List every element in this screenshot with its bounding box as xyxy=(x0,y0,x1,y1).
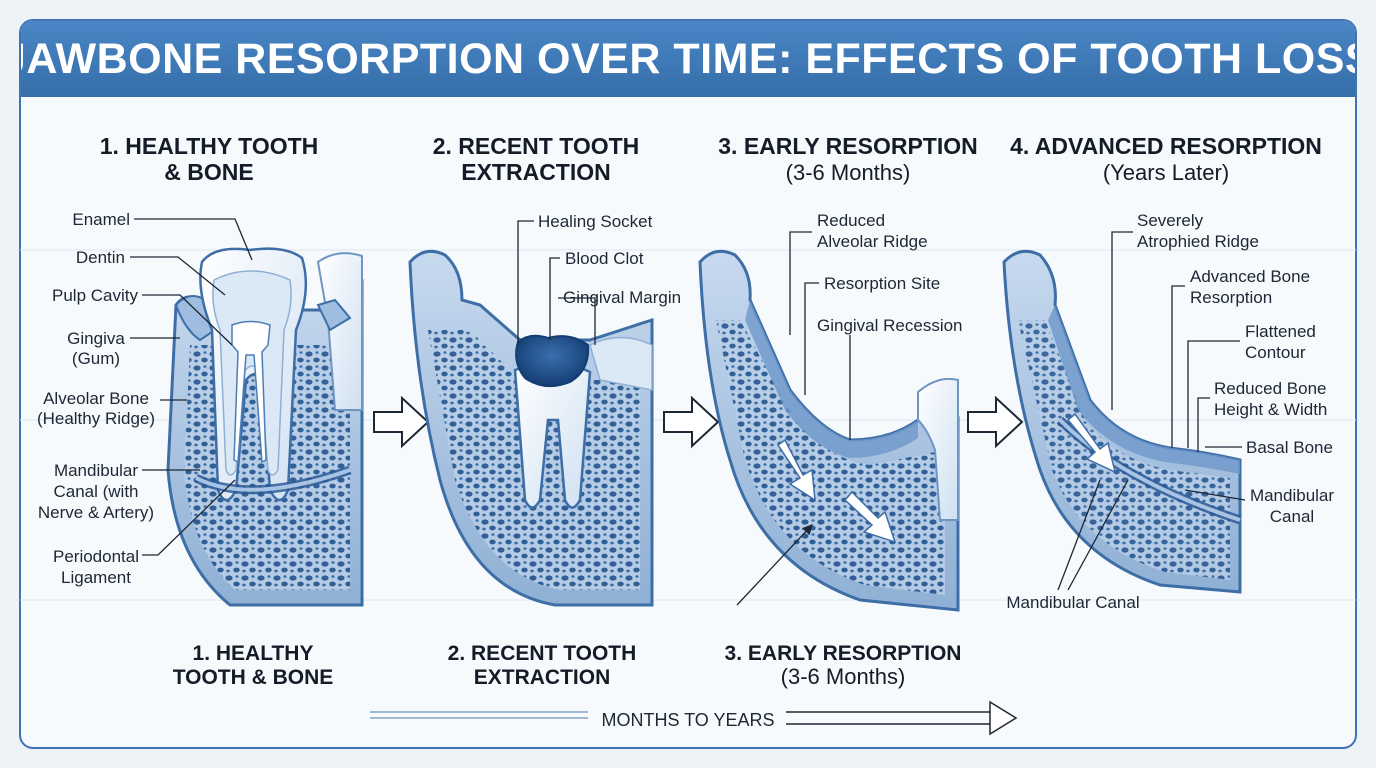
stage-3-spongy-bone xyxy=(716,320,945,595)
stage-2-header-line-1: 2. RECENT TOOTH xyxy=(433,133,640,159)
stage-4-header-line-2: (Years Later) xyxy=(1103,160,1229,185)
caption-3-line-2: (3-6 Months) xyxy=(781,664,906,689)
label-canal-4: Canal xyxy=(1270,507,1314,526)
stage-1-pulp xyxy=(231,320,271,464)
stage-1-header-line-1: 1. HEALTHY TOOTH xyxy=(100,133,319,159)
label-periodontal: Periodontal xyxy=(53,547,139,566)
label-healthy-ridge: (Healthy Ridge) xyxy=(37,409,155,428)
stage-3-header-line-1: 3. EARLY RESORPTION xyxy=(718,133,977,159)
stage-arrow-1 xyxy=(373,395,430,449)
stage-arrow-2 xyxy=(663,395,720,449)
label-resorption: Resorption xyxy=(1190,288,1272,307)
label-gingival-recession: Gingival Recession xyxy=(817,316,963,335)
label-mandibular-canal-bottom: Mandibular Canal xyxy=(1006,593,1139,612)
stage-4-advanced-resorption: 4. ADVANCED RESORPTION (Years Later) Sev… xyxy=(1002,133,1334,612)
stage-1-healthy: 1. HEALTHY TOOTH & BONE Enamel Dentin Pu… xyxy=(37,133,364,607)
label-nerve-artery: Nerve & Artery) xyxy=(38,503,154,522)
timeline-arrow-icon xyxy=(989,700,1018,736)
caption-1-line-2: TOOTH & BONE xyxy=(173,666,334,689)
label-blood-clot: Blood Clot xyxy=(565,249,644,268)
label-ligament: Ligament xyxy=(61,568,131,587)
label-height-width: Height & Width xyxy=(1214,400,1327,419)
resorption-arrow-2 xyxy=(843,490,897,544)
stage-4-header-line-1: 4. ADVANCED RESORPTION xyxy=(1010,133,1322,159)
label-pulp-cavity: Pulp Cavity xyxy=(52,286,138,305)
caption-2-line-1: 2. RECENT TOOTH xyxy=(448,642,637,665)
label-resorption-site: Resorption Site xyxy=(824,274,940,293)
label-alveolar-bone: Alveolar Bone xyxy=(43,389,149,408)
stage-1-neighbor-tooth xyxy=(316,252,363,411)
timeline: MONTHS TO YEARS xyxy=(370,700,1018,736)
label-mandibular: Mandibular xyxy=(54,461,138,480)
stage-1-header-line-2: & BONE xyxy=(164,159,253,185)
stage-3-early-resorption: 3. EARLY RESORPTION (3-6 Months) Reduced… xyxy=(698,133,978,612)
label-severely: Severely xyxy=(1137,211,1204,230)
label-reduced: Reduced xyxy=(817,211,885,230)
caption-2-line-2: EXTRACTION xyxy=(474,666,611,689)
page-title: JAWBONE RESORPTION OVER TIME: EFFECTS OF… xyxy=(19,34,1357,83)
stage-arrow-3 xyxy=(967,395,1024,449)
label-gingival-margin: Gingival Margin xyxy=(563,288,681,307)
label-gum: (Gum) xyxy=(72,349,120,368)
caption-1-line-1: 1. HEALTHY xyxy=(193,642,314,665)
label-basal-bone: Basal Bone xyxy=(1246,438,1333,457)
stage-3-gingiva xyxy=(745,300,918,458)
stage-1-dentin xyxy=(212,270,292,476)
label-mandibular-4: Mandibular xyxy=(1250,486,1334,505)
stage-2-header-line-2: EXTRACTION xyxy=(461,159,611,185)
stage-2-extraction: 2. RECENT TOOTH EXTRACTION Healing Socke… xyxy=(408,133,681,607)
timeline-label: MONTHS TO YEARS xyxy=(601,710,774,730)
label-flattened: Flattened xyxy=(1245,322,1316,341)
caption-3-line-1: 3. EARLY RESORPTION xyxy=(725,642,962,665)
label-atrophied-ridge: Atrophied Ridge xyxy=(1137,232,1259,251)
stage-4-gingiva xyxy=(1048,305,1240,474)
label-reduced-bone: Reduced Bone xyxy=(1214,379,1326,398)
label-gingiva: Gingiva xyxy=(67,329,125,348)
label-enamel: Enamel xyxy=(72,210,130,229)
label-contour: Contour xyxy=(1245,343,1306,362)
label-dentin: Dentin xyxy=(76,248,125,267)
resorption-arrow-3 xyxy=(1066,412,1117,474)
stage-3-neighbor-tooth xyxy=(917,377,959,521)
title-bar: JAWBONE RESORPTION OVER TIME: EFFECTS OF… xyxy=(21,21,1355,97)
label-alveolar-ridge: Alveolar Ridge xyxy=(817,232,928,251)
resorption-arrow-1 xyxy=(776,438,816,502)
label-advanced-bone: Advanced Bone xyxy=(1190,267,1310,286)
stage-2-blood-clot xyxy=(515,334,590,388)
label-healing-socket: Healing Socket xyxy=(538,212,653,231)
stage-3-header-line-2: (3-6 Months) xyxy=(786,160,911,185)
label-canal-with: Canal (with xyxy=(53,482,138,501)
